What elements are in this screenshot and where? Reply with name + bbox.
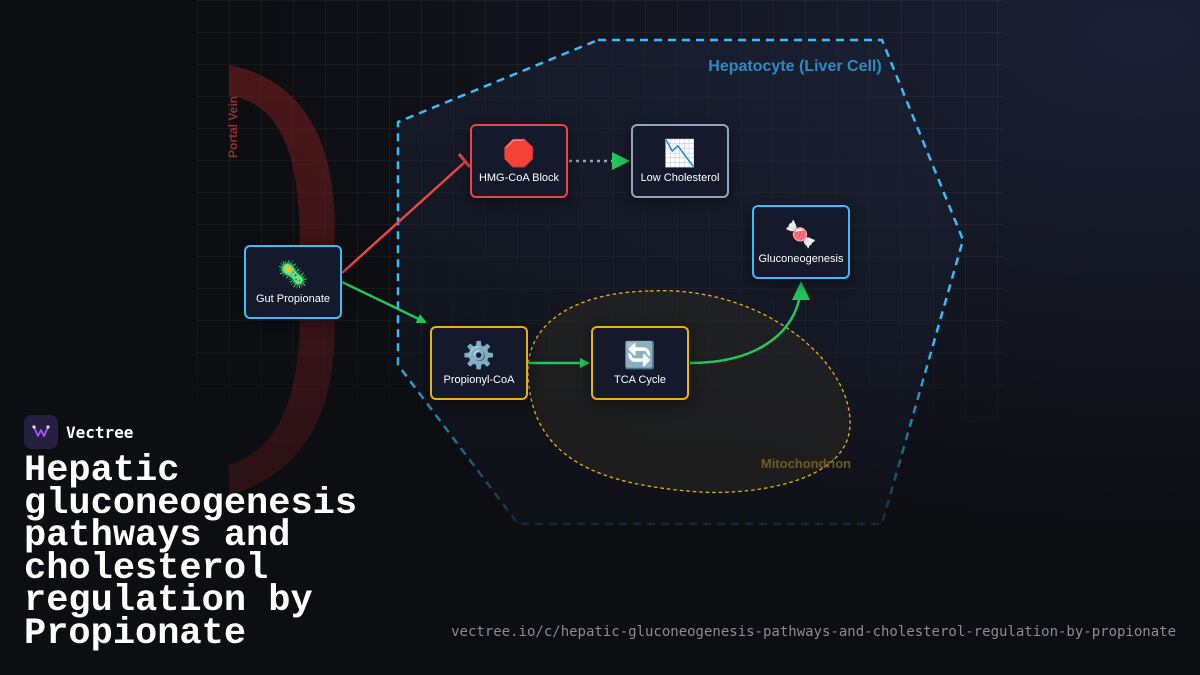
mitochondrion-label: Mitochondrion [760, 456, 852, 471]
node-low-cholesterol[interactable]: 📉 Low Cholesterol [631, 124, 729, 198]
gear-icon: ⚙️ [462, 340, 496, 370]
portal-vein-shape [229, 65, 335, 495]
node-propionyl-coa[interactable]: ⚙️ Propionyl-CoA [430, 326, 528, 400]
brand-name: Vectree [66, 422, 134, 442]
node-label: Low Cholesterol [640, 172, 720, 184]
candy-icon: 🍬 [784, 219, 818, 249]
portal-vein-label: Portal Vein [226, 95, 240, 159]
page-title: Hepatic gluconeogenesis pathways and cho… [24, 450, 358, 655]
cycle-arrows-icon: 🔄 [623, 340, 657, 370]
brand[interactable]: Vectree [24, 415, 133, 449]
node-label: Gut Propionate [256, 293, 330, 305]
hepatocyte-label: Hepatocyte (Liver Cell) [708, 58, 882, 75]
stop-sign-icon: 🛑 [502, 138, 536, 168]
node-label: Propionyl-CoA [443, 374, 515, 386]
page-url[interactable]: vectree.io/c/hepatic-gluconeogenesis-pat… [451, 624, 1176, 640]
chart-decreasing-icon: 📉 [663, 138, 697, 168]
node-label: TCA Cycle [614, 374, 666, 386]
node-label: HMG-CoA Block [478, 172, 560, 184]
arrowhead-low-cholesterol [612, 152, 630, 170]
node-label: Gluconeogenesis [758, 253, 844, 265]
arrowhead-gluconeogenesis [792, 281, 810, 300]
vectree-logo-icon [24, 415, 58, 449]
node-hmg-coa-block[interactable]: 🛑 HMG-CoA Block [470, 124, 568, 198]
node-gluconeogenesis[interactable]: 🍬 Gluconeogenesis [752, 205, 850, 279]
microbe-icon: 🦠 [276, 259, 310, 289]
node-tca-cycle[interactable]: 🔄 TCA Cycle [591, 326, 689, 400]
node-gut-propionate[interactable]: 🦠 Gut Propionate [244, 245, 342, 319]
edge-propionate-inhibits-hmgcoa [341, 160, 467, 274]
edge-propionate-to-propionylcoa [341, 280, 427, 324]
inhibition-tbar [457, 153, 472, 168]
